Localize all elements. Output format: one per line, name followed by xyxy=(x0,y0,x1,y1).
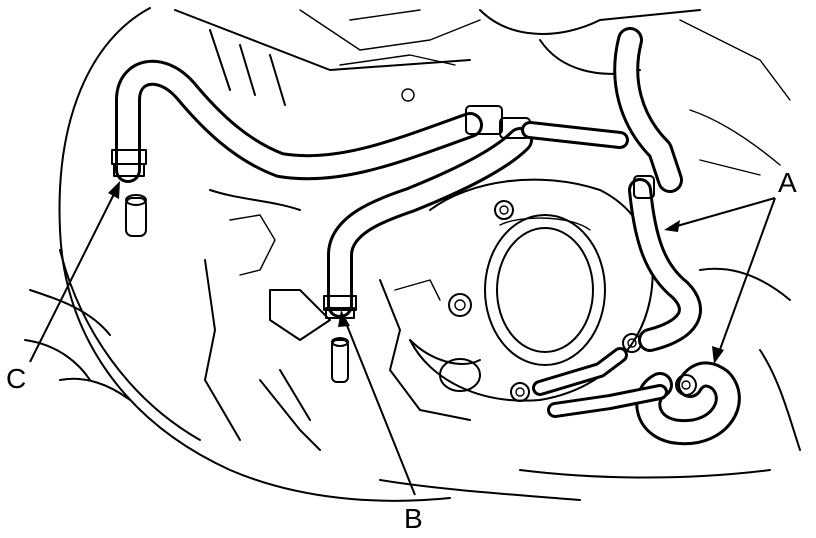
callout-b-label: B xyxy=(404,503,423,534)
hose-clamp-c xyxy=(111,149,147,177)
hose-a-upper xyxy=(628,175,702,352)
hose-a-lower xyxy=(635,361,741,446)
fuel-rail-bracket xyxy=(125,189,349,451)
callout-a-label: A xyxy=(778,167,797,198)
bolt xyxy=(448,293,472,317)
hose-top-right xyxy=(613,27,683,193)
callout-a: A xyxy=(664,167,797,364)
hose-fitting-top xyxy=(465,105,629,149)
hose-b xyxy=(327,127,533,318)
callout-c: C xyxy=(6,181,120,394)
throttle-body xyxy=(379,178,654,421)
hose-c-upper xyxy=(115,59,483,183)
callout-c-label: C xyxy=(6,363,26,394)
callout-b: B xyxy=(338,310,423,534)
engine-block-outline xyxy=(24,7,801,502)
bolt xyxy=(510,382,530,402)
bolt xyxy=(494,200,514,220)
coolant-pipes xyxy=(532,347,668,418)
